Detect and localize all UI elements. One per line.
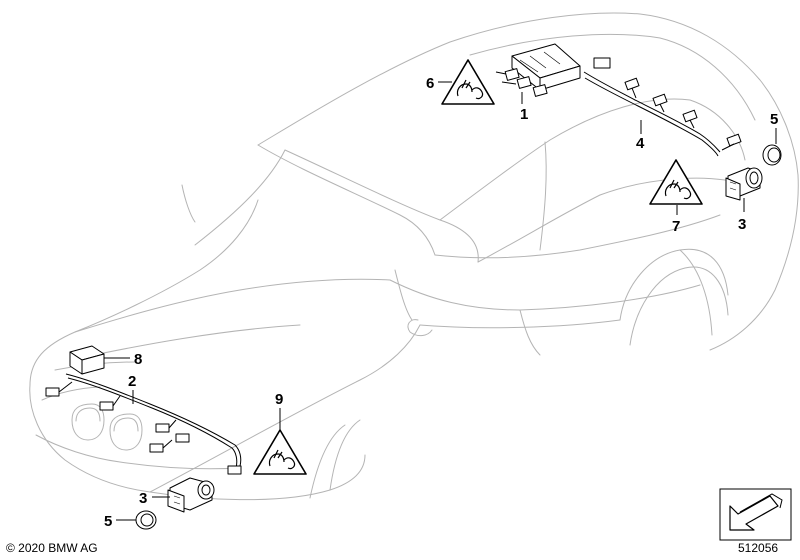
car-outline xyxy=(29,12,799,501)
front-control-module xyxy=(69,345,105,375)
warning-triangle-6 xyxy=(441,59,495,105)
warning-triangle-7 xyxy=(649,159,703,205)
callout-3-rear: 3 xyxy=(738,216,746,233)
callout-7: 7 xyxy=(672,218,680,235)
callout-2: 2 xyxy=(128,373,136,390)
hand-plug-icon xyxy=(456,79,484,100)
front-sensor xyxy=(167,477,215,513)
copyright-notice: © 2020 BMW AG xyxy=(6,541,98,555)
hand-plug-icon xyxy=(268,449,296,470)
callout-9: 9 xyxy=(275,391,283,408)
callout-8: 8 xyxy=(134,351,142,368)
rear-mounting-ring xyxy=(762,144,782,166)
front-wiring-harness xyxy=(45,373,242,475)
callout-1: 1 xyxy=(520,106,528,123)
warning-triangle-9 xyxy=(253,429,307,475)
rear-sensor xyxy=(725,167,763,201)
callout-5-rear: 5 xyxy=(770,111,778,128)
drawing-number: 512056 xyxy=(738,541,779,555)
callout-3-front: 3 xyxy=(139,490,147,507)
hand-plug-icon xyxy=(664,179,692,200)
front-mounting-ring xyxy=(135,510,157,530)
callout-4: 4 xyxy=(636,135,645,152)
callout-5-front: 5 xyxy=(104,513,112,530)
control-unit xyxy=(495,43,581,97)
leader-lines xyxy=(104,81,777,521)
rear-wiring-harness xyxy=(583,57,742,157)
orientation-arrow-icon xyxy=(719,488,792,541)
callout-6: 6 xyxy=(426,75,434,92)
